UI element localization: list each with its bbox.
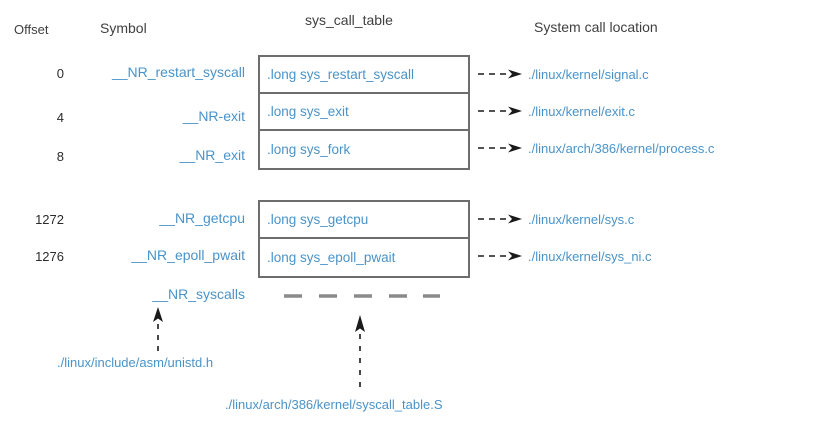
system-call-location-value: ./linux/kernel/sys.c	[528, 212, 635, 227]
system-call-location-value: ./linux/arch/386/kernel/process.c	[528, 141, 715, 156]
offset-value: 1272	[35, 212, 64, 227]
table-continuation-dashes-icon	[284, 294, 440, 298]
sys-call-table-entry: .long sys_restart_syscall	[260, 57, 468, 94]
sys-call-table-entry: .long sys_epoll_pwait	[267, 250, 396, 265]
caption-unistd-header: ./linux/include/asm/unistd.h	[57, 355, 214, 370]
sys-call-table-entry: .long sys_getcpu	[260, 202, 468, 239]
dashed-arrow-icon	[478, 69, 522, 79]
callout-arrow-up-syscall-table-icon	[355, 315, 365, 387]
column-header-sys-call-table: sys_call_table	[305, 12, 393, 28]
terminator-symbol: __NR_syscalls	[152, 286, 245, 302]
callout-arrow-up-unistd-icon	[153, 307, 163, 351]
system-call-location-value: ./linux/kernel/sys_ni.c	[528, 249, 652, 264]
dashed-arrow-icon	[478, 106, 522, 116]
symbol-value: __NR_getcpu	[159, 210, 245, 226]
symbol-value: __NR-exit	[182, 108, 245, 124]
dashed-arrow-icon	[478, 214, 522, 224]
offset-value: 8	[56, 149, 64, 164]
sys-call-table-box-bottom: .long sys_getcpu .long sys_epoll_pwait	[258, 200, 470, 278]
sys-call-table-entry: .long sys_exit	[260, 94, 468, 131]
symbol-value: __NR_epoll_pwait	[131, 247, 245, 263]
dashed-arrow-icon	[478, 251, 522, 261]
column-header-symbol: Symbol	[100, 20, 147, 36]
offset-value: 4	[56, 110, 64, 125]
caption-syscall-table-source: ./linux/arch/386/kernel/syscall_table.S	[225, 397, 443, 412]
system-call-location-value: ./linux/kernel/signal.c	[528, 67, 649, 82]
sys-call-table-box-top: .long sys_restart_syscall .long sys_exit…	[258, 55, 470, 170]
sys-call-table-entry: .long sys_fork	[267, 142, 351, 157]
column-header-system-call-location: System call location	[534, 19, 658, 35]
dashed-arrow-icon	[478, 143, 522, 153]
offset-value: 1276	[35, 249, 64, 264]
column-header-offset: Offset	[14, 22, 49, 37]
symbol-value: __NR_exit	[179, 147, 245, 163]
system-call-location-value: ./linux/kernel/exit.c	[528, 104, 635, 119]
offset-value: 0	[56, 66, 64, 81]
symbol-value: __NR_restart_syscall	[111, 64, 245, 80]
